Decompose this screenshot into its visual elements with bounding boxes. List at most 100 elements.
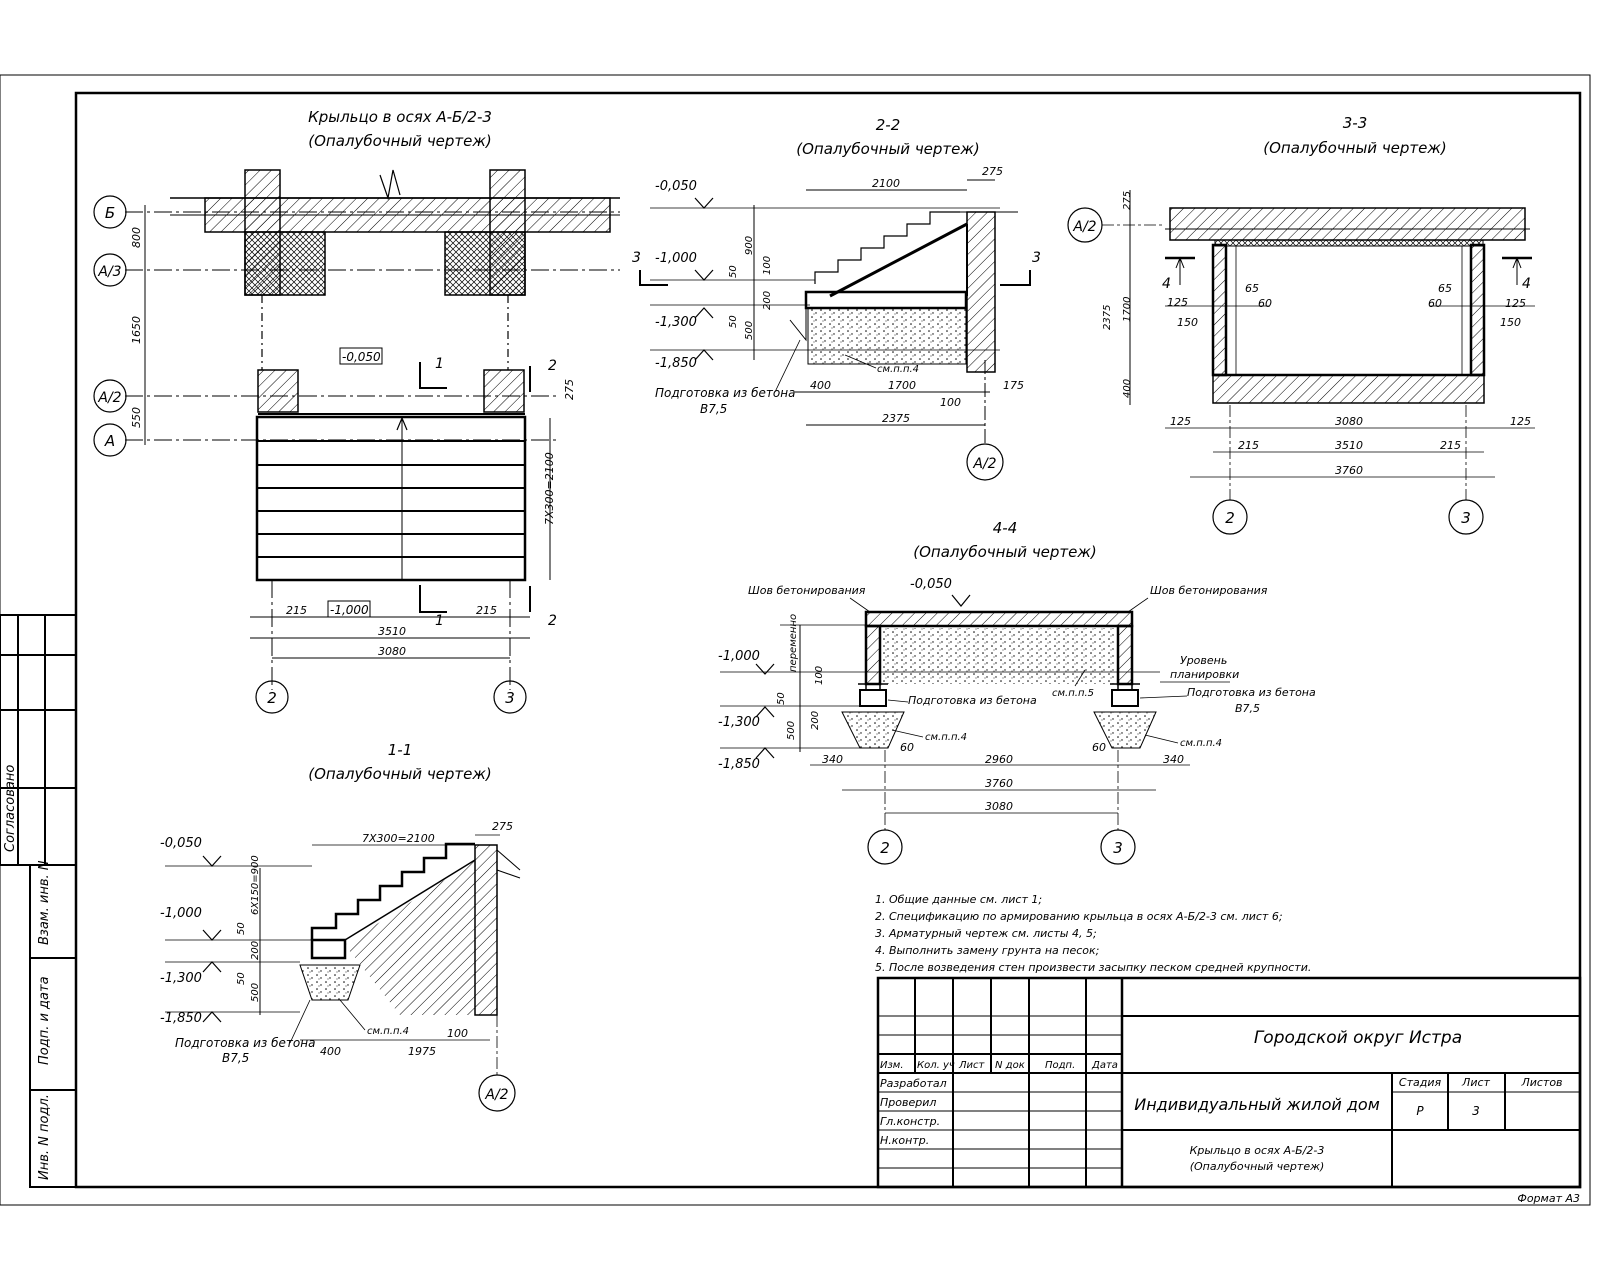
s44-dim-3760: 3760 [985,777,1013,790]
s11-level-4: -1,850 [160,1011,202,1026]
s44-dim-3080: 3080 [985,800,1013,813]
s11-subtitle: (Опалубочный чертеж) [308,765,492,783]
s22-dim-900: 900 [744,236,755,255]
s33-dim-3080: 3080 [1335,415,1363,428]
s33-dim-215-left: 215 [1238,439,1259,452]
tb-hdr-ndoc: N док [995,1060,1025,1071]
plan-cut-2-bottom: 2 [548,613,557,629]
tb-hdr-izm: Изм. [880,1060,904,1071]
tb-sheet-title-1: Крыльцо в осях А-Б/2-3 [1190,1144,1325,1157]
inv-original-label: Инв. N подл. [37,1094,52,1180]
section-4-4: 4-4 (Опалубочный чертеж) -0,050 -1,000 -… [718,519,1316,865]
svg-text:А/2: А/2 [97,390,121,406]
s33-dim-60-right: 60 [1428,297,1442,310]
s22-cut-3-left: 3 [632,250,641,266]
s22-level-4: -1,850 [655,356,697,371]
plan-title: Крыльцо в осях А-Б/2-3 [308,108,492,126]
left-stamp-column [0,614,77,1188]
plan-cut-1-top: 1 [435,356,444,372]
s33-dim-400: 400 [1122,379,1133,398]
note-3: 3. Арматурный чертеж см. листы 4, 5; [875,927,1097,940]
plan-subtitle: (Опалубочный чертеж) [308,132,492,150]
s11-dim-steps: 7Х300=2100 [362,832,435,845]
s22-prep-note: Подготовка из бетона [655,386,795,400]
s44-dim-340-right: 340 [1163,753,1184,766]
s22-dim-1700: 1700 [888,379,916,392]
tb-organization: Городской округ Истра [1254,1028,1462,1048]
s33-dim-60-left: 60 [1258,297,1272,310]
note-1: 1. Общие данные см. лист 1; [875,893,1042,906]
s33-dim-125-br: 125 [1510,415,1531,428]
s33-axis-3: 3 [1461,509,1471,527]
plan-dim-1650: 1650 [130,316,143,344]
tb-project: Индивидуальный жилой дом [1134,1095,1380,1114]
s44-seam-left: Шов бетонирования [748,584,866,597]
s33-dim-125-left: 125 [1167,296,1188,309]
s11-axis-a2: А/2 [484,1087,508,1103]
s33-cut-4-right: 4 [1522,276,1531,292]
s33-dim-125-bl: 125 [1170,415,1191,428]
tb-col-sheet: Лист [1461,1076,1490,1089]
s22-level-3: -1,300 [655,315,697,330]
s44-smpp4-left: см.п.п.4 [925,732,967,743]
s33-axis-a2: А/2 [1072,219,1096,235]
s44-dim-2960: 2960 [985,753,1013,766]
section-2-2: 2-2 (Опалубочный чертеж) -0,050 -1,000 -… [632,116,1041,481]
plan-level-bottom: -1,000 [330,603,369,617]
s11-dim-275: 275 [492,820,513,833]
s44-plan-level-1: Уровень [1180,654,1227,667]
s44-dim-100: 100 [814,666,825,685]
s11-dim-500: 500 [250,983,261,1002]
s33-dim-125-right: 125 [1505,297,1526,310]
s22-prep-class: В7,5 [700,402,727,416]
s44-axis-3: 3 [1113,839,1123,857]
sign-date-label: Подп. и дата [37,976,52,1065]
tb-sheet-title-2: (Опалубочный чертеж) [1190,1160,1325,1173]
s22-dim-100b: 100 [940,396,961,409]
plan-dim-3080: 3080 [378,645,406,658]
s33-dim-3760: 3760 [1335,464,1363,477]
s33-cut-4-left: 4 [1162,276,1171,292]
s44-level-3: -1,300 [718,715,760,730]
s44-dim-50: 50 [776,692,787,705]
s33-title: 3-3 [1343,114,1368,132]
s22-dim-500: 500 [744,321,755,340]
s22-subtitle: (Опалубочный чертеж) [796,140,980,158]
plan-dim-275: 275 [563,379,576,400]
tb-role-dev: Разработал [880,1077,947,1090]
tb-col-sheets: Листов [1520,1076,1562,1089]
s44-dim-340-left: 340 [822,753,843,766]
sheet-outer-frame [0,74,1591,1206]
plan-axis-a2: А/2 [93,379,127,413]
plan-cut-2-top: 2 [548,358,557,374]
title-block: Изм. Кол. уч Лист N док Подп. Дата Разра… [876,976,1582,1189]
s33-dim-150-left: 150 [1177,316,1198,329]
s44-dim-200: 200 [810,711,821,730]
s33-dim-3510: 3510 [1335,439,1363,452]
s11-dim-1975: 1975 [408,1045,436,1058]
note-4: 4. Выполнить замену грунта на песок; [875,944,1099,957]
general-notes: 1. Общие данные см. лист 1; 2. Специфика… [875,893,1311,974]
s11-title: 1-1 [388,741,413,759]
section-3-3: 3-3 (Опалубочный чертеж) 275 2375 1700 4… [1067,114,1535,535]
plan-axis-2: 2 [255,680,289,714]
s22-cut-3-right: 3 [1032,250,1041,266]
svg-text:А/3: А/3 [97,264,121,280]
s22-dim-400: 400 [810,379,831,392]
svg-text:3: 3 [505,689,515,707]
plan-dim-215-right: 215 [476,604,497,617]
plan-view: Крыльцо в осях А-Б/2-3 (Опалубочный черт… [93,108,620,714]
s22-title: 2-2 [876,116,901,134]
svg-text:2: 2 [267,689,277,707]
s33-dim-150-right: 150 [1500,316,1521,329]
s44-prep-class: В7,5 [1235,702,1260,715]
s11-dim-50b: 50 [236,972,247,985]
s22-dim-2100: 2100 [872,177,900,190]
s11-dim-400: 400 [320,1045,341,1058]
tb-role-norm: Н.контр. [880,1134,929,1147]
s44-dim-60-right: 60 [1092,741,1106,754]
tb-hdr-date: Дата [1091,1060,1118,1071]
tb-role-chief: Гл.констр. [880,1115,940,1128]
plan-axis-3: 3 [493,680,527,714]
